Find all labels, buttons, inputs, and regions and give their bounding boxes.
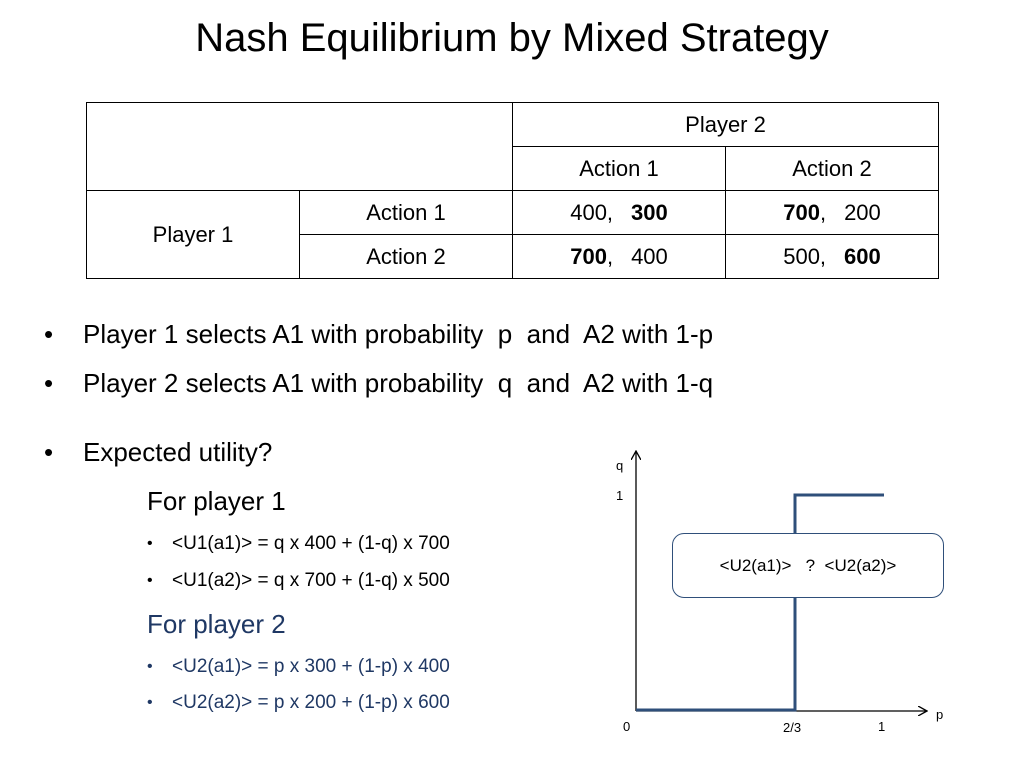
formula-text: <U2(a1)> = p x 300 + (1-p) x 400 [172, 656, 450, 677]
origin-label: 0 [623, 719, 630, 734]
x-tick-mid-label: 2/3 [783, 720, 801, 735]
bullet-dot-icon: • [44, 368, 54, 398]
bullet-dot-icon: • [44, 319, 54, 349]
payoff-cell-r1c2: 700, 200 [725, 190, 939, 235]
payoff-cell-r1c1: 400, 300 [512, 190, 726, 235]
payoff-p1: 500, [783, 243, 827, 269]
payoff-comma: , [819, 199, 827, 225]
payoff-p2: 600 [844, 243, 881, 269]
best-response-graph: q 1 p 0 2/3 1 [616, 440, 943, 735]
x-tick-end-label: 1 [878, 719, 885, 734]
utility-comparison-callout: <U2(a1)> ? <U2(a2)> [672, 533, 944, 598]
table-row: Player 1 Action 1 400, 300 700, 200 [86, 190, 939, 279]
table-corner-cell [86, 102, 513, 191]
formula-text: <U1(a2)> = q x 700 + (1-q) x 500 [172, 570, 450, 591]
formula-text: <U1(a1)> = q x 400 + (1-q) x 700 [172, 533, 450, 554]
payoff-table: Player 2 Action 1 Action 2 Player 1 Acti… [86, 102, 939, 279]
bullet-text: Player 2 selects A1 with probability q a… [83, 368, 714, 398]
payoff-p1: 700 [570, 243, 607, 269]
page-title: Nash Equilibrium by Mixed Strategy [195, 16, 829, 60]
table-row: Action 1 Action 2 [87, 146, 939, 191]
player1-header: Player 1 [86, 190, 300, 279]
player2-heading: For player 2 [147, 609, 286, 639]
payoff-p2: 400 [631, 243, 668, 269]
player1-heading: For player 1 [147, 486, 286, 516]
row-action-1: Action 1 [299, 190, 513, 235]
bullet-dot-icon: • [44, 437, 54, 467]
table-row: Player 2 [86, 102, 939, 191]
bullet-dot-icon: • [147, 658, 153, 675]
payoff-cell-r2c2: 500, 600 [725, 234, 939, 279]
payoff-p1: 400, [570, 199, 614, 225]
bullet-dot-icon: • [147, 535, 153, 552]
payoff-comma: , [606, 243, 614, 269]
best-response-line [636, 493, 884, 712]
bullet-text: Expected utility? [83, 437, 273, 467]
col-action-1: Action 1 [512, 146, 726, 191]
bullet-dot-icon: • [147, 572, 153, 589]
bullet-dot-icon: • [147, 694, 153, 711]
y-axis-label: q [616, 458, 623, 473]
formula-text: <U2(a2)> = p x 200 + (1-p) x 600 [172, 692, 450, 713]
row-action-2: Action 2 [299, 234, 513, 279]
payoff-cell-r2c1: 700, 400 [512, 234, 726, 279]
bullet-text: Player 1 selects A1 with probability p a… [83, 319, 714, 349]
y-tick-label: 1 [616, 488, 623, 503]
table-row: Action 2 700, 400 500, 600 [87, 234, 939, 279]
x-axis-label: p [936, 707, 943, 722]
col-action-2: Action 2 [725, 146, 939, 191]
payoff-p2: 300 [631, 199, 668, 225]
payoff-p2: 200 [844, 199, 881, 225]
payoff-p1: 700 [783, 199, 820, 225]
player2-header: Player 2 [512, 102, 939, 147]
